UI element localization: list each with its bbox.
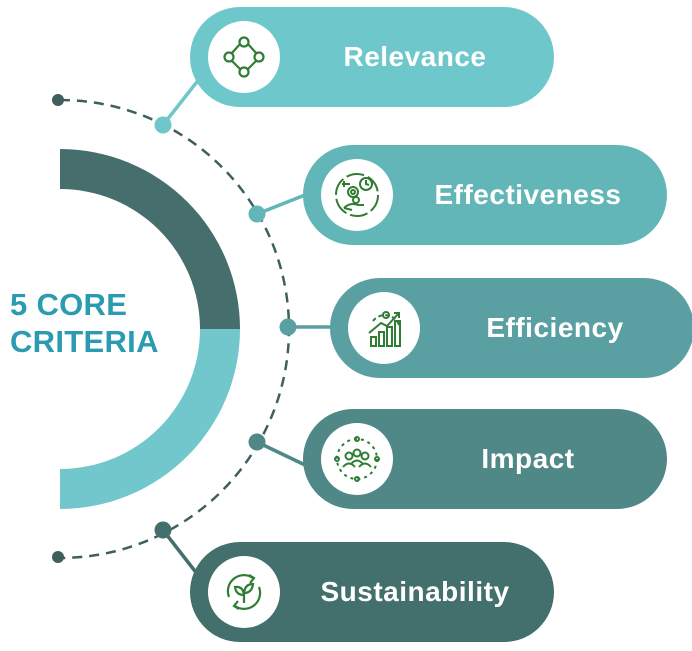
connector-dot-sustainability xyxy=(154,521,172,539)
criterion-label-impact: Impact xyxy=(481,443,575,474)
title-line-1: 5 CORE xyxy=(10,287,128,322)
title-line-2: CRITERIA xyxy=(10,324,159,359)
growth-chart-gear-icon xyxy=(348,292,420,364)
criterion-pill-efficiency: Efficiency xyxy=(330,278,692,378)
connector-relevance xyxy=(161,76,202,127)
arc-upper-segment xyxy=(60,149,240,329)
criterion-pill-effectiveness: Effectiveness xyxy=(303,145,667,245)
nodes-ring-icon xyxy=(208,21,280,93)
gear-clock-hand-icon xyxy=(321,159,393,231)
criterion-label-sustainability: Sustainability xyxy=(320,576,510,607)
criterion-label-relevance: Relevance xyxy=(343,41,487,72)
arc-start-dot xyxy=(52,94,64,106)
connector-dot-relevance xyxy=(154,116,172,134)
criterion-label-effectiveness: Effectiveness xyxy=(434,179,622,210)
criterion-pill-relevance: Relevance xyxy=(190,7,554,107)
recycle-leaf-icon xyxy=(208,556,280,628)
connector-effectiveness xyxy=(256,193,306,216)
connector-sustainability xyxy=(161,528,200,577)
connector-dot-efficiency xyxy=(279,318,297,336)
criterion-pill-impact: Impact xyxy=(303,409,667,509)
arc-lower-segment xyxy=(60,329,240,509)
community-group-icon xyxy=(321,423,393,495)
connector-dot-impact xyxy=(248,433,266,451)
arc-end-dot xyxy=(52,551,64,563)
connector-impact xyxy=(256,440,306,467)
connector-dot-effectiveness xyxy=(248,205,266,223)
criterion-pill-sustainability: Sustainability xyxy=(190,542,554,642)
criterion-label-efficiency: Efficiency xyxy=(486,312,624,343)
